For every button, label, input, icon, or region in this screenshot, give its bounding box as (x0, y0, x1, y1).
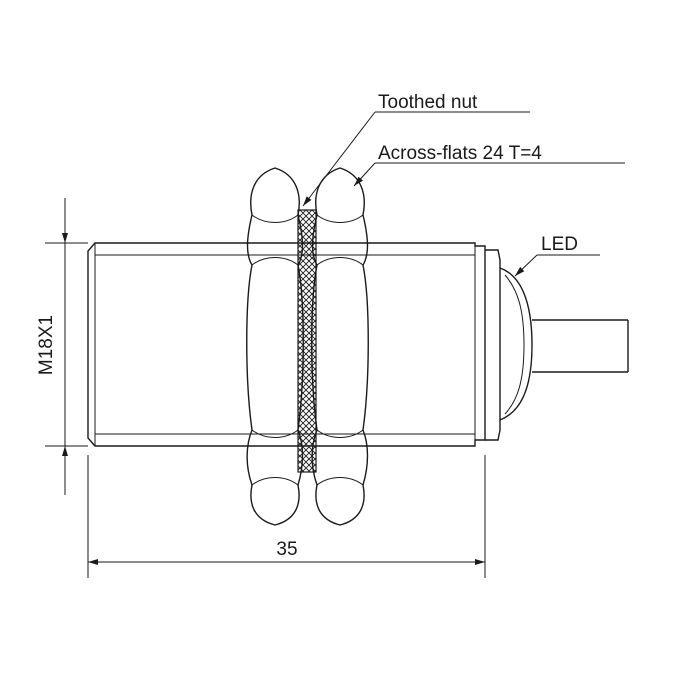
rear-cap (485, 249, 533, 441)
label-length: 35 (276, 539, 297, 560)
label-led: LED (541, 234, 578, 255)
leader-toothed-nut (302, 111, 530, 207)
hex-nut-left (246, 167, 304, 526)
toothed-washer (297, 209, 317, 473)
cable (532, 319, 629, 373)
hex-nut-right (311, 167, 369, 526)
label-toothed-nut: Toothed nut (378, 92, 478, 113)
label-thread: M18X1 (36, 315, 57, 375)
label-across-flats: Across-flats 24 T=4 (378, 143, 542, 164)
dimension-thread (45, 198, 88, 495)
leader-led (514, 254, 600, 277)
leader-across-flats (353, 162, 625, 187)
sensor-body (87, 242, 486, 447)
dimension-length (87, 455, 486, 578)
